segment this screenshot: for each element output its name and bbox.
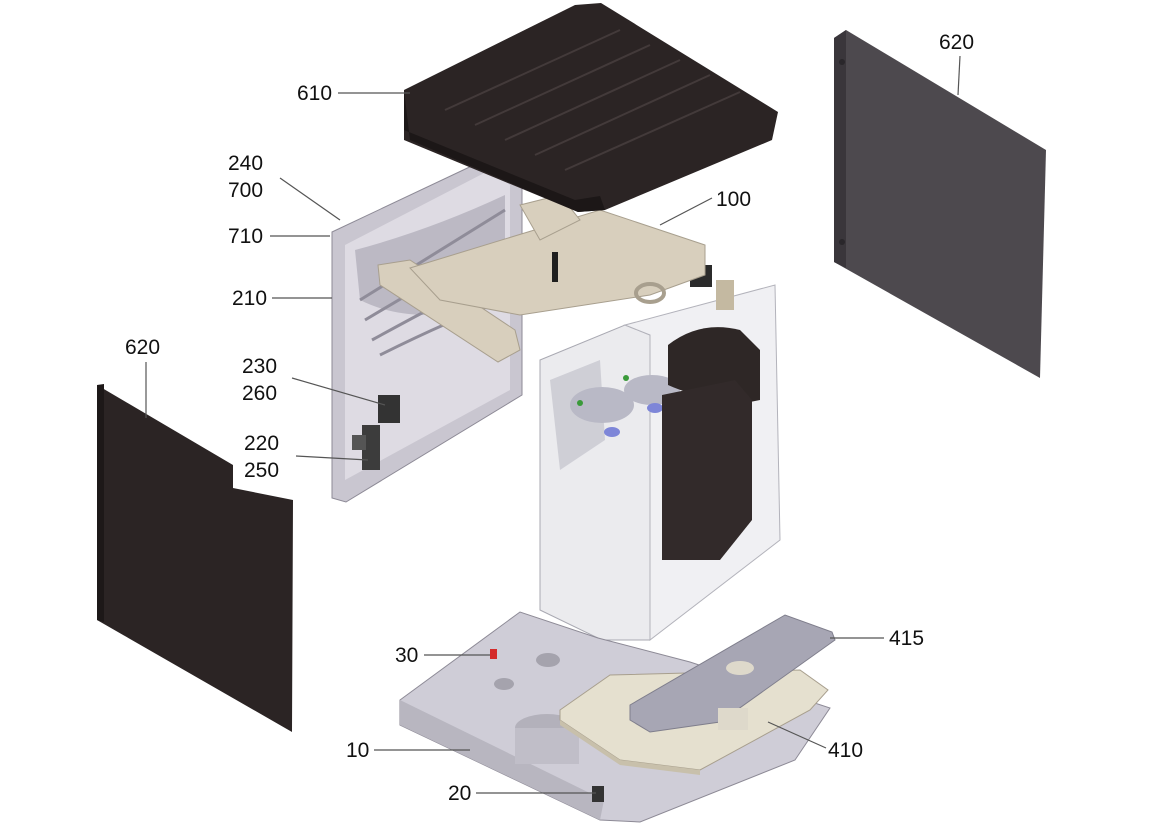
label-100: 100 <box>716 188 752 211</box>
label-415: 415 <box>889 627 925 650</box>
right-side-panel-620 <box>834 30 1046 378</box>
brewing-unit <box>662 265 760 560</box>
label-20: 20 <box>448 782 472 805</box>
label-620-right: 620 <box>939 31 975 54</box>
part-230 <box>378 395 400 423</box>
leader-lines <box>145 55 961 794</box>
part-220 <box>362 425 380 470</box>
label-30: 30 <box>395 644 419 667</box>
label-610: 610 <box>297 82 333 105</box>
leader-240-700 <box>279 177 341 221</box>
label-250: 250 <box>244 459 280 482</box>
label-700: 700 <box>228 179 264 202</box>
leader-220-250 <box>295 455 369 461</box>
label-620-left: 620 <box>125 336 161 359</box>
beige-rail-100 <box>377 194 706 363</box>
leader-230-260 <box>291 377 386 406</box>
label-410: 410 <box>828 739 864 762</box>
leader-410 <box>767 721 827 749</box>
label-710: 710 <box>228 225 264 248</box>
left-side-panel-620 <box>97 384 293 732</box>
label-230: 230 <box>242 355 278 378</box>
top-cover-610 <box>404 3 778 212</box>
label-10: 10 <box>346 739 370 762</box>
label-220: 220 <box>244 432 280 455</box>
label-260: 260 <box>242 382 278 405</box>
label-210: 210 <box>232 287 268 310</box>
leader-100 <box>659 197 713 226</box>
drip-tray-cover-415 <box>629 614 836 733</box>
leader-620-right <box>957 55 961 96</box>
label-240: 240 <box>228 152 264 175</box>
